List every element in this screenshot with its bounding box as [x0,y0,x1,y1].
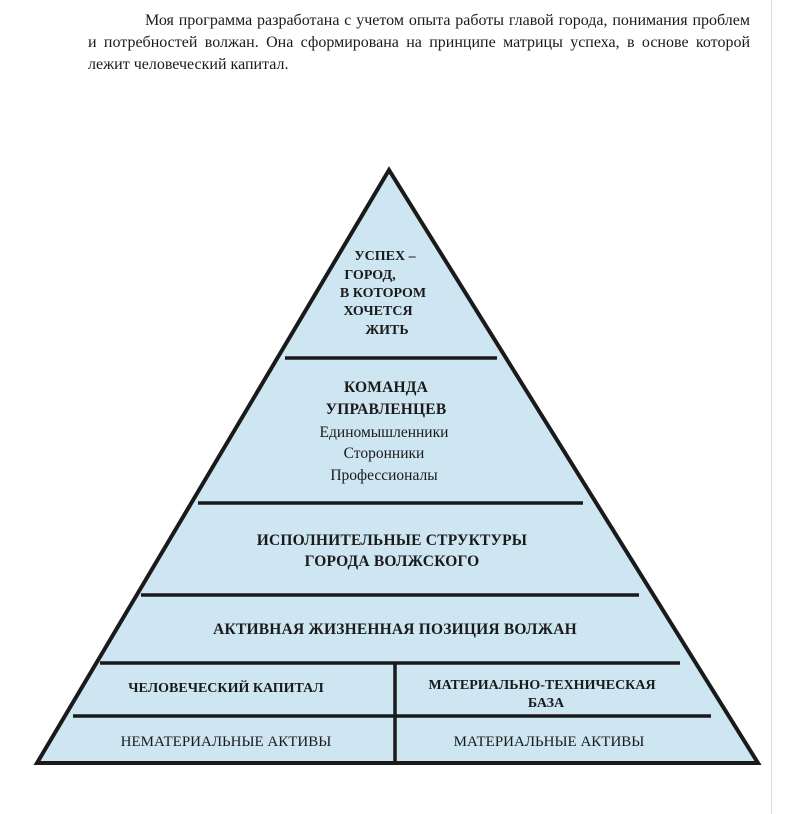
team-item: Единомышленники [320,424,449,441]
apex-line: УСПЕХ – [354,249,416,264]
apex-line: ЖИТЬ [365,323,408,338]
intangible-assets-label: НЕМАТЕРИАЛЬНЫЕ АКТИВЫ [121,734,332,750]
capital-label: ЧЕЛОВЕЧЕСКИЙ КАПИТАЛ [128,679,324,696]
structures-block: ИСПОЛНИТЕЛЬНЫЕ СТРУКТУРЫ ГОРОДА ВОЛЖСКОГ… [257,532,527,570]
team-block: КОМАНДА УПРАВЛЕНЦЕВ Единомышленники Стор… [320,379,449,484]
apex-line: ХОЧЕТСЯ [343,304,412,319]
team-item: Сторонники [344,445,425,462]
pyramid-body [33,166,762,765]
apex-line: ГОРОД, [344,268,395,283]
base-line: МАТЕРИАЛЬНО-ТЕХНИЧЕСКАЯ [428,678,655,693]
structures-line: ИСПОЛНИТЕЛЬНЫЕ СТРУКТУРЫ [257,532,527,549]
team-title: КОМАНДА [344,379,429,396]
intro-paragraph: Моя программа разработана с учетом опыта… [88,12,750,73]
team-item: Профессионалы [330,467,438,484]
base-line: БАЗА [528,696,565,711]
page-edge-line [771,0,772,814]
team-title: УПРАВЛЕНЦЕВ [326,401,447,418]
structures-line: ГОРОДА ВОЛЖСКОГО [305,553,480,570]
apex-line: В КОТОРОМ [340,286,426,301]
tangible-assets-label: МАТЕРИАЛЬНЫЕ АКТИВЫ [454,734,645,750]
apex-success-block: УСПЕХ – ГОРОД, В КОТОРОМ ХОЧЕТСЯ ЖИТЬ [340,249,426,338]
position-label: АКТИВНАЯ ЖИЗНЕННАЯ ПОЗИЦИЯ ВОЛЖАН [213,621,577,638]
